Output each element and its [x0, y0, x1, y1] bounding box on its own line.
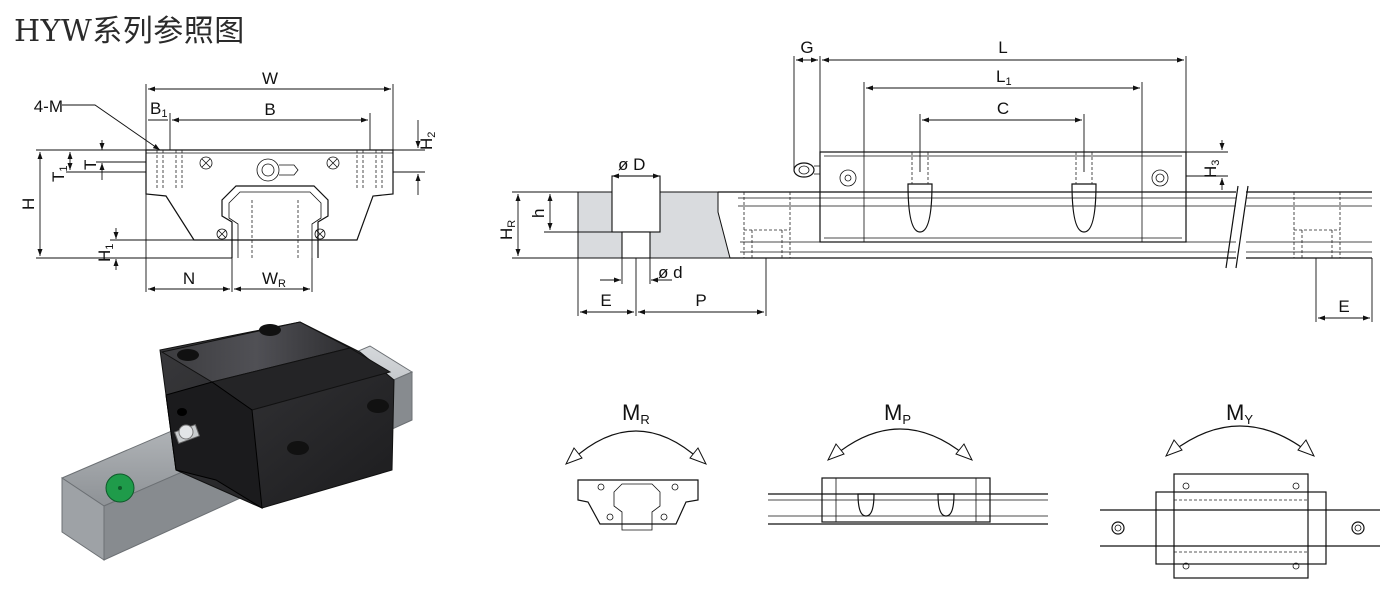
grease-nipple-icon [173, 423, 201, 445]
label-hr: HR [497, 220, 518, 240]
label-b1: B1 [150, 99, 167, 120]
moment-mp-diagram: MP [768, 400, 1048, 525]
label-wr: WR [262, 269, 286, 290]
label-c: C [997, 99, 1009, 118]
screw-icon [326, 156, 340, 170]
label-h2: H2 [417, 132, 438, 150]
label-l1: L1 [996, 67, 1012, 88]
label-e-right: E [1338, 297, 1349, 316]
label-e-left: E [600, 291, 611, 310]
grease-nipple-icon [256, 158, 280, 182]
block-outline [145, 149, 394, 241]
label-phi-d-upper: ø D [618, 155, 645, 174]
screw-icon [839, 169, 857, 187]
label-h3: H3 [1201, 160, 1222, 178]
grease-nipple-icon [793, 162, 820, 178]
label-g: G [800, 38, 813, 57]
label-l: L [998, 38, 1007, 57]
screw-icon [1151, 169, 1169, 187]
label-4-m: 4-M [34, 97, 63, 116]
double-arrow-icon [571, 430, 701, 461]
page-title: HYW系列参照图 [14, 14, 245, 49]
label-my: MY [1226, 400, 1253, 427]
label-phi-d-lower: ø d [658, 263, 683, 282]
moment-my-diagram: MY [1100, 400, 1380, 579]
product-illustration [60, 321, 414, 561]
side-view: G L L1 C H3 ø D ø d HR h E P E [497, 38, 1373, 322]
label-h: H [19, 198, 38, 210]
label-t1: T1 [49, 165, 70, 182]
label-mp: MP [884, 400, 911, 427]
label-h1: H1 [95, 244, 116, 262]
screw-icon [199, 156, 213, 170]
rail-profile [221, 185, 329, 258]
label-n: N [183, 269, 195, 288]
label-mr: MR [622, 400, 650, 427]
label-h-small: h [529, 209, 548, 218]
front-section-view: 4-M W B1 B H2 T1 T H H1 N WR [19, 69, 438, 292]
label-t: T [81, 160, 100, 170]
double-arrow-icon [1171, 425, 1309, 453]
label-p: P [695, 291, 706, 310]
block-side [819, 151, 1187, 243]
label-w: W [262, 69, 278, 88]
double-arrow-icon [833, 428, 967, 457]
label-b: B [264, 100, 275, 119]
moment-mr-diagram: MR [564, 400, 708, 531]
